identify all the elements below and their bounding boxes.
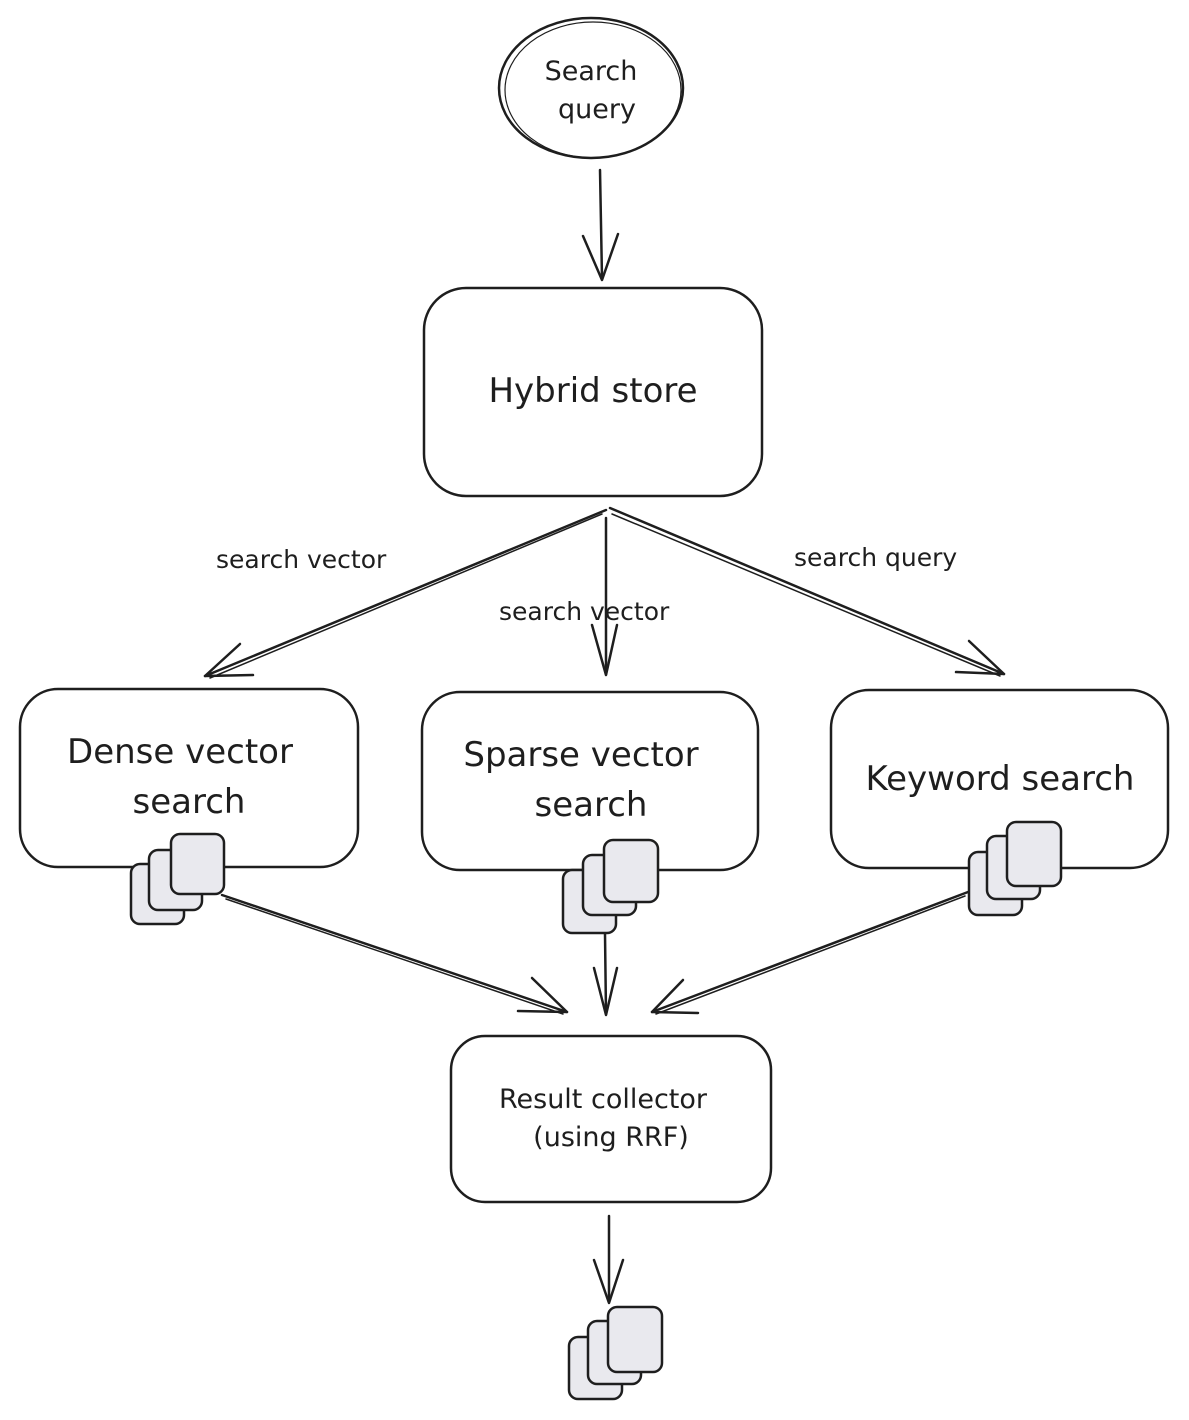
node-dense-vector-search-line-2: search: [133, 782, 246, 822]
document-icon: [602, 838, 660, 904]
node-keyword-search-label: Keyword search: [866, 759, 1135, 799]
edge-label-sparse: search vector: [499, 597, 670, 626]
document-stack-dense-results: [129, 832, 226, 926]
edge-store-to-dense: [203, 508, 608, 679]
edge-store-to-keyword: [608, 506, 1006, 677]
document-stack-final-results: [567, 1305, 664, 1401]
node-sparse-vector-search[interactable]: Sparse vector search: [420, 690, 760, 872]
node-sparse-vector-search-line-2: search: [535, 785, 648, 825]
edge-dense-to-collector: [220, 893, 569, 1015]
node-hybrid-store[interactable]: Hybrid store: [422, 286, 764, 498]
edge-label-dense: search vector: [216, 545, 387, 574]
edge-query-to-store: [581, 168, 620, 282]
node-sparse-vector-search-line-1: Sparse vector: [463, 735, 698, 775]
node-search-query-line-1: Search: [545, 56, 638, 87]
node-search-query-line-2: query: [558, 94, 636, 125]
node-result-collector-line-1: Result collector: [499, 1084, 708, 1115]
edge-collector-to-results: [592, 1214, 625, 1305]
node-result-collector[interactable]: Result collector (using RRF): [449, 1034, 773, 1204]
document-icon: [606, 1305, 664, 1374]
edge-store-to-sparse: [590, 516, 619, 677]
document-icon: [169, 832, 226, 896]
edge-sparse-to-collector: [592, 932, 619, 1017]
node-search-query[interactable]: Search query: [497, 16, 685, 160]
node-result-collector-line-2: (using RRF): [533, 1122, 689, 1153]
node-dense-vector-search-line-1: Dense vector: [67, 732, 293, 772]
edge-keyword-to-collector: [650, 890, 970, 1015]
document-stack-sparse-results: [561, 838, 660, 935]
document-stack-keyword-results: [967, 820, 1063, 917]
edge-label-keyword: search query: [794, 543, 957, 572]
node-dense-vector-search[interactable]: Dense vector search: [18, 687, 360, 869]
document-icon: [1005, 820, 1063, 888]
node-hybrid-store-label: Hybrid store: [488, 371, 697, 411]
